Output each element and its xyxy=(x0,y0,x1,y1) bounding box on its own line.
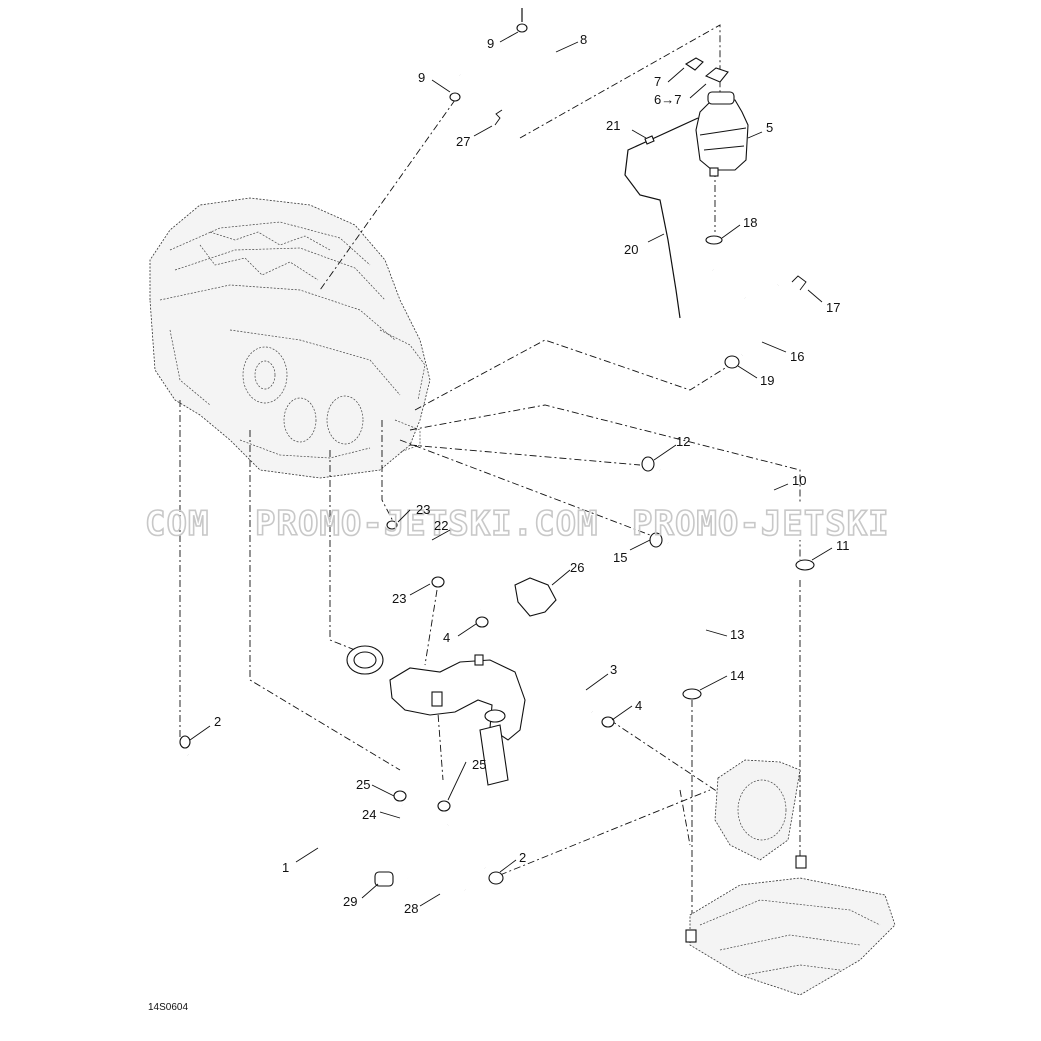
callout-25-right: 25 xyxy=(472,757,486,772)
clamp-25-right xyxy=(437,800,451,812)
coolant-reservoir xyxy=(695,91,749,177)
clamp-23-top xyxy=(386,520,398,530)
spring-27 xyxy=(494,109,503,126)
callout-leaders xyxy=(189,31,833,907)
callout-29: 29 xyxy=(343,894,357,909)
clamp-2-lower xyxy=(488,871,504,885)
clamp-9-top xyxy=(516,23,528,33)
callout-27: 27 xyxy=(456,134,470,149)
callout-9-left: 9 xyxy=(418,70,425,85)
callout-5: 5 xyxy=(766,120,773,135)
callout-15: 15 xyxy=(613,550,627,565)
callout-4-lower: 4 xyxy=(635,698,642,713)
callout-11: 11 xyxy=(836,538,850,553)
clamp-9-left xyxy=(449,92,461,102)
callout-12: 12 xyxy=(676,434,690,449)
clamp-18 xyxy=(705,235,723,245)
callout-14: 14 xyxy=(730,668,744,683)
watermark-left: COM xyxy=(145,504,209,544)
callout-2-upper: 2 xyxy=(214,714,221,729)
callout-22: 22 xyxy=(434,518,448,533)
heat-exchanger-assembly xyxy=(685,759,896,996)
callout-4-upper: 4 xyxy=(443,630,450,645)
reservoir-cap-seal xyxy=(684,57,729,83)
overflow-tube xyxy=(624,117,699,319)
diagram-reference-code: 14S0604 xyxy=(148,1002,188,1013)
callout-24: 24 xyxy=(362,807,376,822)
clamp-25-left xyxy=(393,790,407,802)
callout-labels: 1 2 2 3 4 4 5 6→7 7 8 9 9 10 11 12 13 14… xyxy=(214,32,850,916)
callout-20: 20 xyxy=(624,242,638,257)
watermark-right: PROMO-JETSKI xyxy=(632,504,890,544)
clamp-2-upper xyxy=(179,735,191,749)
clamp-11 xyxy=(795,559,815,571)
tube-fitting xyxy=(644,135,655,145)
callout-3: 3 xyxy=(610,662,617,677)
clamp-14 xyxy=(682,688,702,700)
callout-17: 17 xyxy=(826,300,840,315)
sleeve-29 xyxy=(374,871,394,887)
callout-21: 21 xyxy=(606,118,620,133)
callout-2-lower: 2 xyxy=(519,850,526,865)
clamp-23 xyxy=(431,576,445,588)
clamp-19 xyxy=(724,355,740,369)
callout-26: 26 xyxy=(570,560,584,575)
watermark-center: PROMO-JETSKI.COM xyxy=(255,504,599,544)
exhaust-assembly xyxy=(346,645,526,786)
callout-10: 10 xyxy=(792,473,806,488)
clamp-12 xyxy=(641,456,655,472)
clip-17 xyxy=(791,275,807,291)
clamp-4-upper xyxy=(475,616,489,628)
callout-23: 23 xyxy=(392,591,406,606)
callout-13: 13 xyxy=(730,627,744,642)
callout-19: 19 xyxy=(760,373,774,388)
clamp-4-lower xyxy=(601,716,615,728)
connection-lines xyxy=(179,24,801,915)
callout-8: 8 xyxy=(580,32,587,47)
callout-6-to-7: 6→7 xyxy=(654,92,681,107)
callout-25-left: 25 xyxy=(356,777,370,792)
callout-7: 7 xyxy=(654,74,661,89)
callout-1: 1 xyxy=(282,860,289,875)
gasket-26 xyxy=(514,577,557,617)
callout-23-top: 23 xyxy=(416,502,430,517)
engine-block xyxy=(149,197,431,479)
callout-16: 16 xyxy=(790,349,804,364)
callout-9-top: 9 xyxy=(487,36,494,51)
callout-28: 28 xyxy=(404,901,418,916)
callout-18: 18 xyxy=(743,215,757,230)
